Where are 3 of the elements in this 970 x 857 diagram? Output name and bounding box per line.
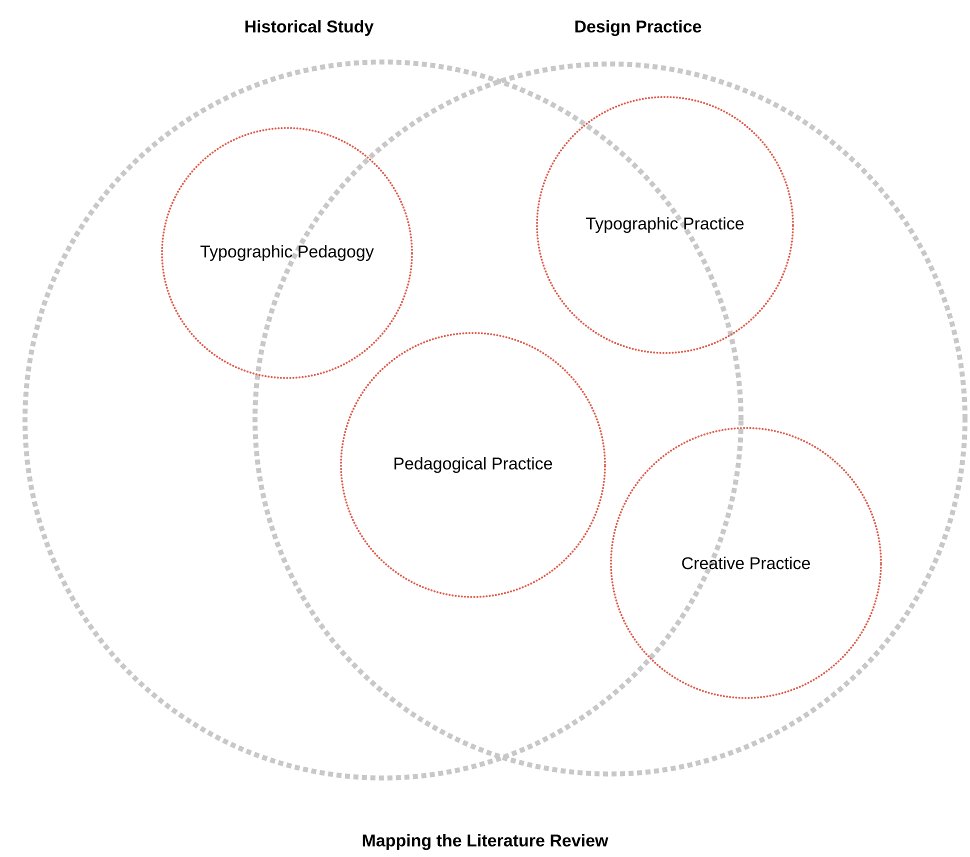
circle-heading: Design Practice xyxy=(575,20,702,36)
caption: Mapping the Literature Review xyxy=(362,834,608,850)
circle-heading: Historical Study xyxy=(245,20,374,36)
